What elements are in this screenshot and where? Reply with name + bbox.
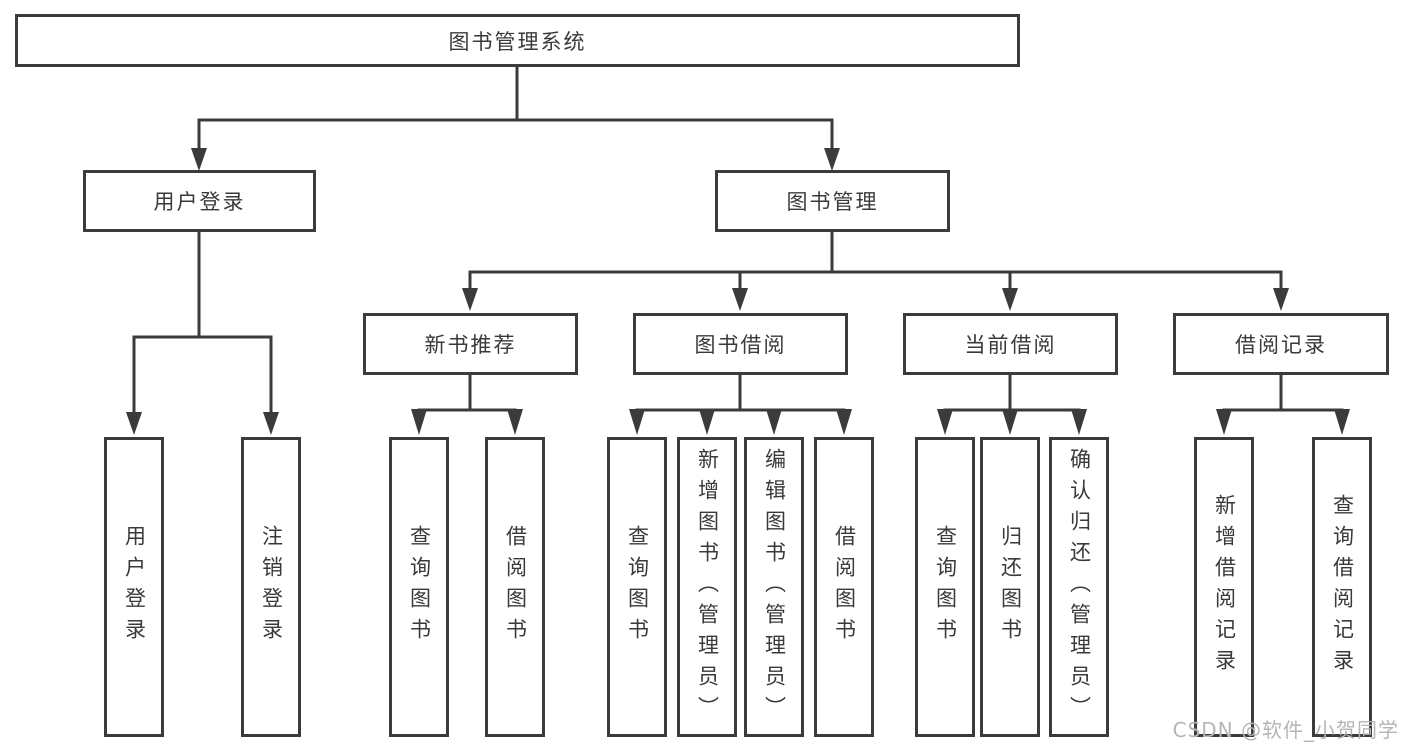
node-label: 确认归还（管理员） — [1067, 447, 1092, 727]
node-label: 归还图书 — [998, 525, 1023, 649]
node-label: 用户登录 — [122, 525, 147, 649]
node-label: 查询图书 — [625, 525, 650, 649]
node-label: 借阅记录 — [1235, 333, 1327, 357]
node-label: 新增图书（管理员） — [695, 447, 720, 727]
node-label: 注销登录 — [259, 525, 284, 649]
node-label: 借阅图书 — [832, 525, 857, 649]
leaf-borrow-books-borrowing: 借阅图书 — [814, 437, 874, 737]
leaf-return-books: 归还图书 — [980, 437, 1040, 737]
arrowhead-icons — [126, 148, 1350, 435]
leaf-confirm-return-admin: 确认归还（管理员） — [1049, 437, 1109, 737]
node-label: 用户登录 — [153, 190, 246, 214]
node-current-borrowing: 当前借阅 — [903, 313, 1118, 375]
node-label: 借阅图书 — [503, 525, 528, 649]
node-label: 图书管理 — [786, 190, 879, 214]
node-new-book-recommend: 新书推荐 — [363, 313, 578, 375]
leaf-query-books-recommend: 查询图书 — [389, 437, 449, 737]
leaf-add-borrow-record: 新增借阅记录 — [1194, 437, 1254, 737]
node-book-management: 图书管理 — [715, 170, 950, 232]
node-book-borrowing: 图书借阅 — [633, 313, 848, 375]
leaf-query-borrow-record: 查询借阅记录 — [1312, 437, 1372, 737]
leaf-edit-books-admin: 编辑图书（管理员） — [744, 437, 804, 737]
node-label: 图书管理系统 — [448, 29, 587, 54]
node-label: 查询借阅记录 — [1330, 494, 1355, 680]
node-label: 当前借阅 — [964, 333, 1057, 357]
node-label: 新书推荐 — [424, 333, 517, 357]
csdn-watermark: CSDN @软件_小贺同学 — [1172, 718, 1399, 742]
node-root: 图书管理系统 — [15, 14, 1020, 67]
node-label: 编辑图书（管理员） — [762, 447, 787, 727]
node-label: 图书借阅 — [694, 333, 787, 357]
leaf-query-books-borrowing: 查询图书 — [607, 437, 667, 737]
tree-edges — [132, 66, 1344, 414]
node-user-login-branch: 用户登录 — [83, 170, 316, 232]
node-borrow-records: 借阅记录 — [1173, 313, 1389, 375]
leaf-query-books-current: 查询图书 — [915, 437, 975, 737]
leaf-add-books-admin: 新增图书（管理员） — [677, 437, 737, 737]
leaf-logout: 注销登录 — [241, 437, 301, 737]
node-label: 查询图书 — [933, 525, 958, 649]
leaf-user-login: 用户登录 — [104, 437, 164, 737]
leaf-borrow-books-recommend: 借阅图书 — [485, 437, 545, 737]
node-label: 新增借阅记录 — [1212, 494, 1237, 680]
node-label: 查询图书 — [407, 525, 432, 649]
